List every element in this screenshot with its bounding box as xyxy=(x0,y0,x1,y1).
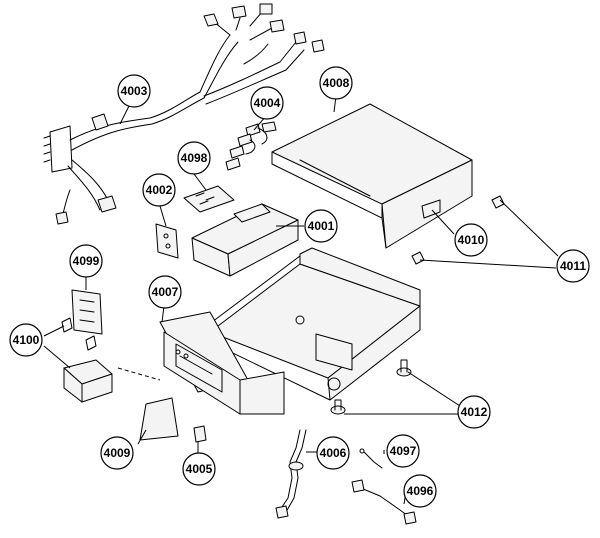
callout-4003: 4003 xyxy=(117,74,151,108)
screws-4011 xyxy=(411,195,505,265)
cable-4097 xyxy=(359,448,383,469)
callout-4012: 4012 xyxy=(457,395,491,429)
callout-4001: 4001 xyxy=(304,209,338,243)
callout-4009: 4009 xyxy=(100,436,134,470)
callout-4007: 4007 xyxy=(148,275,182,309)
callout-4011: 4011 xyxy=(556,249,590,283)
callout-4012-label: 4012 xyxy=(461,405,488,419)
callout-4003-label: 4003 xyxy=(121,84,148,98)
callout-4002-label: 4002 xyxy=(146,183,173,197)
cable-4096 xyxy=(351,479,417,525)
connector-cables-4004 xyxy=(225,121,277,171)
callout-4004-label: 4004 xyxy=(254,96,281,110)
bracket-4002 xyxy=(155,223,179,259)
callout-4005: 4005 xyxy=(182,452,216,486)
front-panel-4007 xyxy=(159,311,285,415)
bracket-4100 xyxy=(61,317,113,403)
callout-4008-label: 4008 xyxy=(323,76,350,90)
pcb-4099 xyxy=(71,289,103,335)
callout-4002: 4002 xyxy=(142,173,176,207)
clip-4005 xyxy=(193,425,207,443)
callout-4010: 4010 xyxy=(454,223,488,257)
callout-4005-label: 4005 xyxy=(186,462,213,476)
top-cover-4008 xyxy=(271,103,473,249)
callout-4006: 4006 xyxy=(316,436,350,470)
callout-4097: 4097 xyxy=(386,434,420,468)
callout-4008: 4008 xyxy=(319,66,353,100)
callout-4099-label: 4099 xyxy=(73,254,100,268)
callout-4096: 4096 xyxy=(403,474,437,508)
callout-4001-label: 4001 xyxy=(308,219,335,233)
feet-4012 xyxy=(330,359,412,415)
chassis xyxy=(209,247,421,401)
callout-4006-label: 4006 xyxy=(320,446,347,460)
cover-plate-4009 xyxy=(139,397,179,441)
callout-4007-label: 4007 xyxy=(152,285,179,299)
callout-4096-label: 4096 xyxy=(407,484,434,498)
wire-harness-4003 xyxy=(43,3,325,225)
callout-4097-label: 4097 xyxy=(390,444,417,458)
callout-4100-label: 4100 xyxy=(13,333,40,347)
small-board-4098 xyxy=(183,185,235,213)
callout-4010-label: 4010 xyxy=(458,233,485,247)
pcb-assembly-4001 xyxy=(191,203,299,277)
callout-4099: 4099 xyxy=(69,244,103,278)
callout-4011-label: 4011 xyxy=(560,259,586,273)
callout-4098-label: 4098 xyxy=(181,151,208,165)
callout-4009-label: 4009 xyxy=(104,446,131,460)
callout-4100: 4100 xyxy=(9,323,43,357)
callout-4004: 4004 xyxy=(250,86,284,120)
leader-lines xyxy=(43,95,559,505)
cable-4006 xyxy=(275,429,307,519)
callout-4098: 4098 xyxy=(177,141,211,175)
